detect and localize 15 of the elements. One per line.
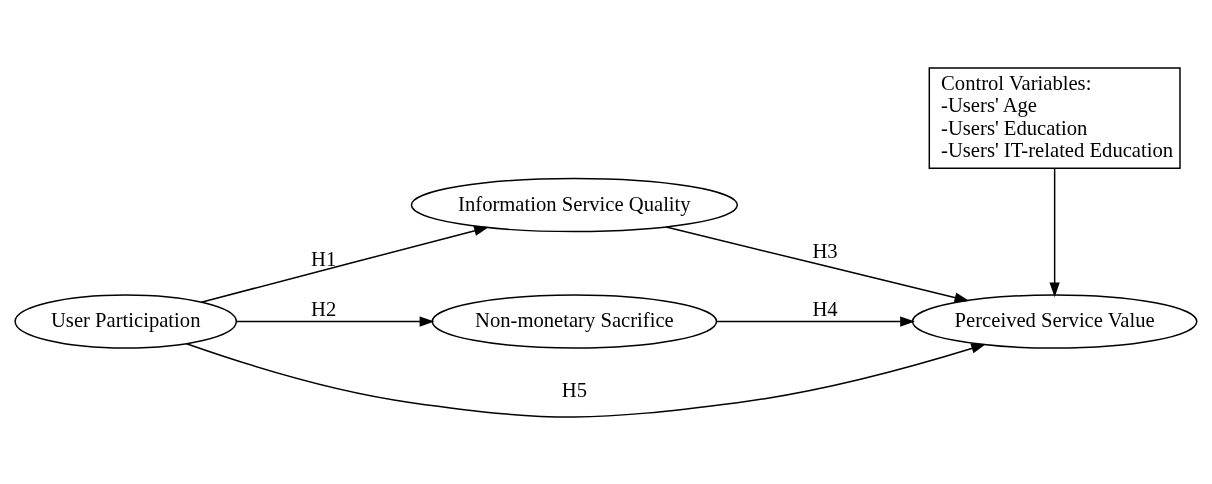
arrow <box>665 225 970 303</box>
node-ellipse: User Participation <box>14 293 238 349</box>
edge-label: H1 <box>311 247 337 270</box>
edge-label: H2 <box>311 297 337 320</box>
edge-label: H5 <box>561 378 587 401</box>
arrow <box>185 342 986 418</box>
node-ellipse: Information Service Quality <box>410 177 739 232</box>
node-box: Control Variables: -Users' Age -Users' Education -Users' IT-related Education <box>928 66 1181 169</box>
node-ellipse: Non-monetary Sacrifice <box>431 293 718 349</box>
edge-label: H3 <box>812 239 838 262</box>
arrow <box>1049 167 1060 297</box>
arrow <box>200 225 489 303</box>
arrow <box>235 315 435 327</box>
edge-label: H4 <box>812 297 838 320</box>
arrow <box>715 315 915 327</box>
